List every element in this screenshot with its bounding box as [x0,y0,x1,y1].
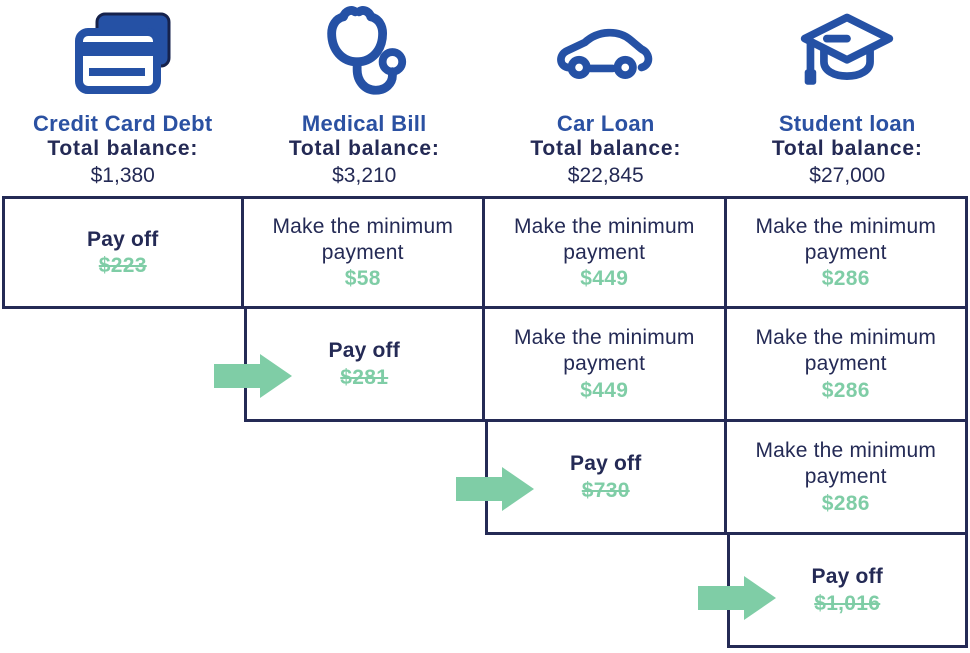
plan-cell-r2c3: Make the minimum payment $449 [485,309,727,422]
stethoscope-icon [315,4,413,104]
cell-action-label: Pay off [811,565,883,589]
cell-action-label: Make the minimum payment [272,214,454,264]
balance-value: $3,210 [332,164,397,187]
empty-cell [2,309,244,422]
cell-amount: $281 [340,365,389,389]
cell-action-label: Pay off [328,339,400,363]
debt-title: Car Loan [556,111,655,136]
credit-card-icon [71,4,175,104]
graduation-cap-icon [797,4,897,104]
cell-amount: $286 [821,378,870,402]
plan-cell-r4c4: Pay off $1,016 [726,535,968,648]
cell-action-label: Make the minimum payment [513,214,695,264]
balance-label: Total balance: [771,137,923,160]
cell-amount: $730 [581,478,630,502]
balance-label: Total balance: [288,137,440,160]
cell-amount: $223 [98,254,147,278]
debt-title: Medical Bill [301,111,427,136]
plan-cell-r3c3: Pay off $730 [485,422,727,535]
arrow-right-icon [214,354,292,398]
balance-value: $27,000 [809,164,886,187]
cell-amount: $1,016 [814,591,881,615]
empty-cell [2,535,244,648]
balance-label: Total balance: [530,137,682,160]
plan-cell-r1c1: Pay off $223 [2,196,244,309]
debt-title: Credit Card Debt [32,111,213,136]
plan-cell-r3c4: Make the minimum payment $286 [726,422,968,535]
plan-cell-r2c4: Make the minimum payment $286 [726,309,968,422]
plan-cell-r2c2: Pay off $281 [243,309,485,422]
empty-cell [244,422,486,535]
cell-amount: $286 [821,267,870,291]
balance-label: Total balance: [47,137,199,160]
arrow-right-icon [456,467,534,511]
cell-action-label: Make the minimum payment [755,214,937,264]
cell-amount: $58 [344,267,381,291]
cell-amount: $449 [580,267,629,291]
empty-cell [244,535,486,648]
cell-action-label: Pay off [570,452,642,476]
debt-header-medical-bill: Medical Bill Total balance: $3,210 [244,4,486,196]
plan-cell-r1c2: Make the minimum payment $58 [243,196,485,309]
car-icon [556,4,656,104]
cell-action-label: Pay off [87,227,159,251]
debt-title: Student loan [778,111,916,136]
plan-cell-r1c4: Make the minimum payment $286 [726,196,968,309]
arrow-right-icon [698,576,776,620]
payment-plan-grid: Pay off $223 Make the minimum payment $5… [2,196,968,648]
empty-cell [2,422,244,535]
empty-cell [485,535,727,648]
balance-value: $22,845 [567,164,644,187]
debt-header-car-loan: Car Loan Total balance: $22,845 [485,4,727,196]
debt-headers: Credit Card Debt Total balance: $1,380 M… [2,0,968,196]
debt-header-credit-card: Credit Card Debt Total balance: $1,380 [2,4,244,196]
cell-amount: $449 [580,378,629,402]
cell-amount: $286 [821,491,870,515]
cell-action-label: Make the minimum payment [755,326,937,375]
cell-action-label: Make the minimum payment [513,326,695,375]
plan-cell-r1c3: Make the minimum payment $449 [485,196,727,309]
balance-value: $1,380 [90,164,155,187]
debt-header-student-loan: Student loan Total balance: $27,000 [727,4,969,196]
cell-action-label: Make the minimum payment [755,439,937,488]
